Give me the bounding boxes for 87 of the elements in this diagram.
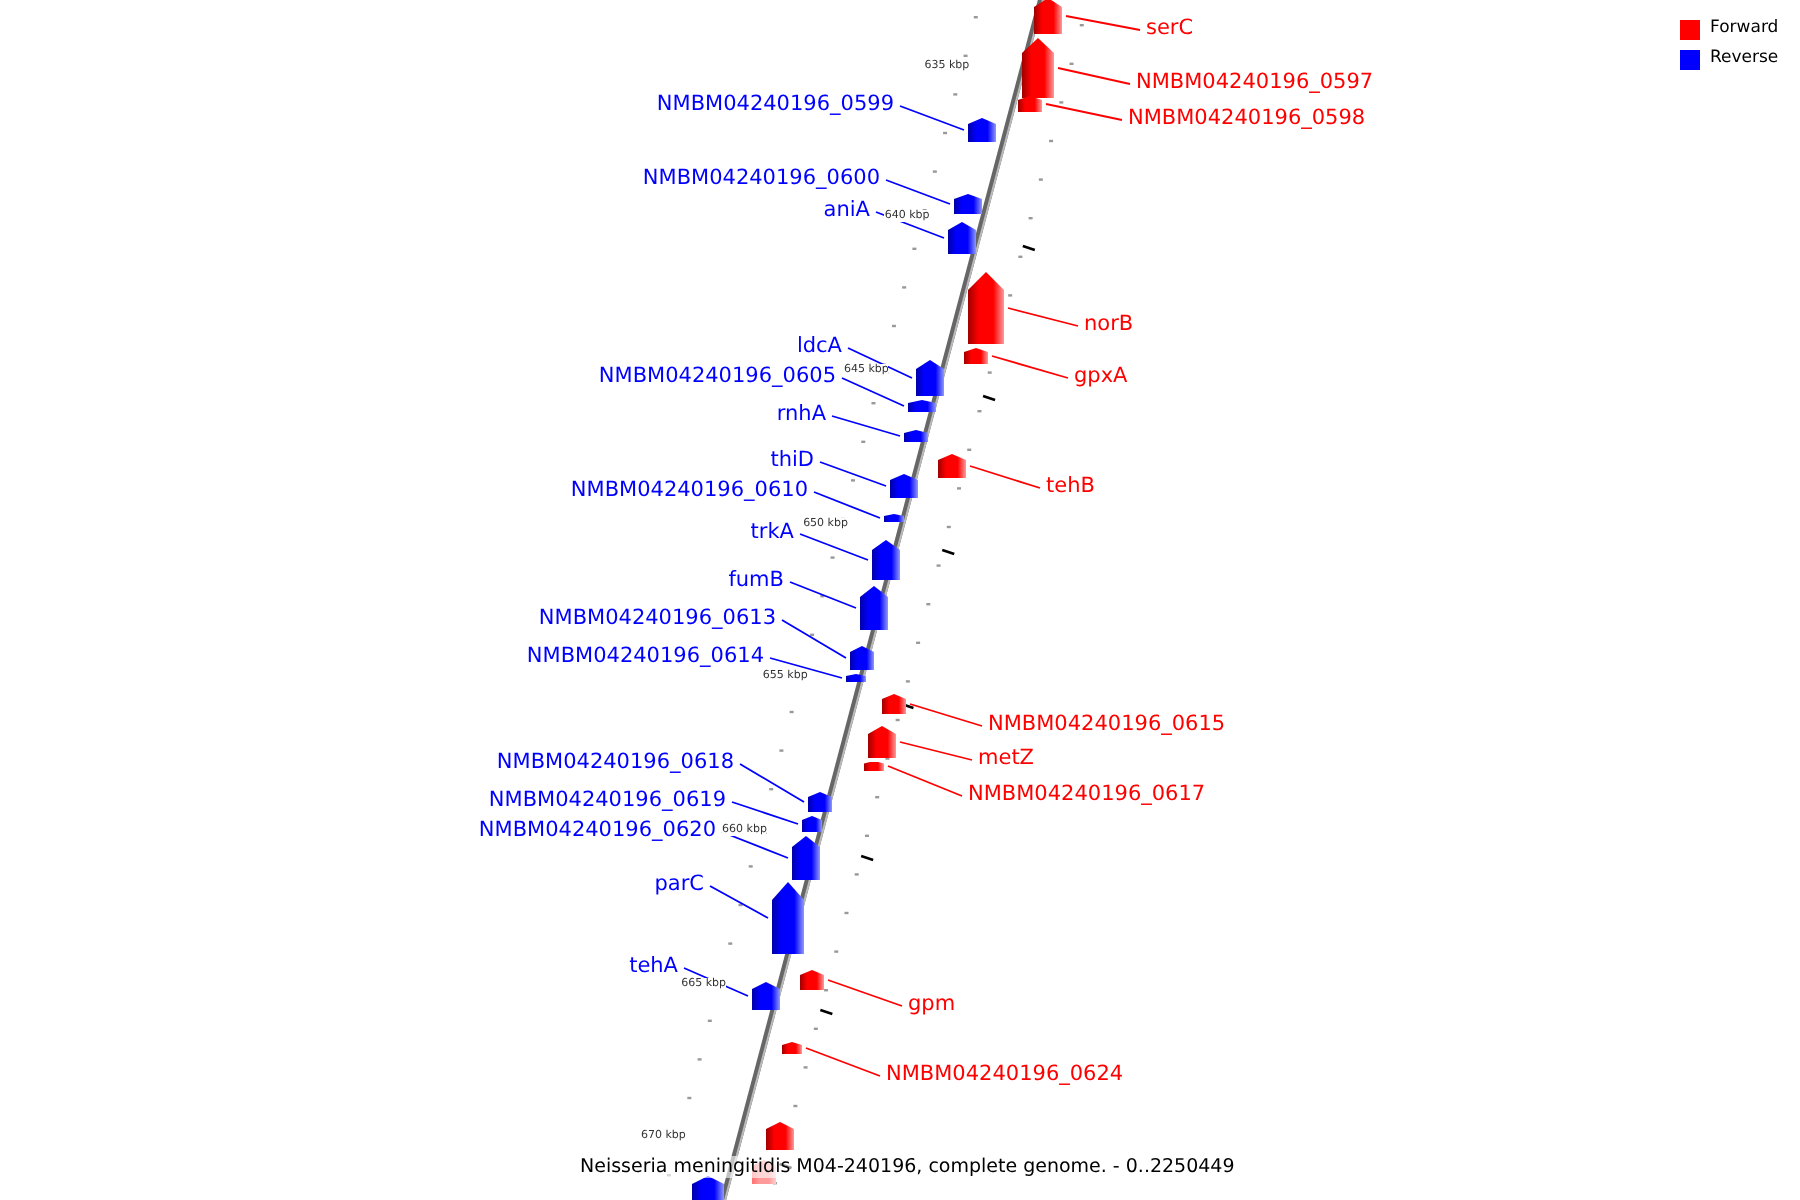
gene-label: gpxA <box>1074 364 1128 390</box>
gene-label: norB <box>1084 312 1134 338</box>
gene-label: rnhA <box>776 402 826 428</box>
gene-label: metZ <box>978 746 1034 772</box>
gene-block <box>792 836 820 880</box>
leader-line <box>799 533 869 561</box>
legend-label: Forward <box>1710 18 1779 38</box>
gene-label: NMBM04240196_0599 <box>656 92 894 118</box>
leader-line <box>847 347 913 379</box>
leader-line <box>1007 307 1079 327</box>
gene-label: NMBM04240196_0600 <box>642 166 880 192</box>
legend-label: Reverse <box>1710 48 1779 68</box>
gene-block <box>904 430 928 442</box>
gene-label: serC <box>1146 16 1194 42</box>
gene-block <box>808 792 832 812</box>
leader-line <box>909 703 983 727</box>
gene-block <box>766 1122 794 1150</box>
leader-line <box>875 211 945 239</box>
gene-label: gpm <box>908 992 956 1018</box>
leader-line <box>1065 15 1141 31</box>
gene-block <box>1018 96 1042 112</box>
gene-block <box>800 970 824 990</box>
gene-label: NMBM04240196_0614 <box>526 644 764 670</box>
leader-line <box>739 763 805 803</box>
gene-label: ldcA <box>796 334 842 360</box>
gene-label: parC <box>654 872 704 898</box>
leader-line <box>831 415 901 437</box>
leader-line <box>781 619 847 659</box>
gene-block <box>850 646 874 670</box>
gene-block <box>772 882 804 954</box>
gene-label: tehA <box>629 954 678 980</box>
gene-label: NMBM04240196_0624 <box>886 1062 1124 1088</box>
gene-block <box>884 514 904 522</box>
gene-label: NMBM04240196_0618 <box>496 750 734 776</box>
leader-line <box>885 179 951 205</box>
gene-block <box>908 400 936 412</box>
gene-block <box>964 348 988 364</box>
gene-block <box>782 1042 802 1054</box>
leader-line <box>813 491 881 519</box>
leader-line <box>819 461 887 487</box>
leader-line <box>1057 67 1131 85</box>
leader-line <box>789 581 857 609</box>
leader-line <box>769 657 843 679</box>
gene-label: tehB <box>1046 474 1095 500</box>
gene-block <box>882 694 906 714</box>
leader-line <box>805 1047 881 1077</box>
leader-line <box>899 105 965 131</box>
gene-block <box>802 816 822 832</box>
gene-block <box>752 982 780 1010</box>
gene-label: NMBM04240196_0620 <box>478 818 716 844</box>
gene-block <box>692 1176 724 1200</box>
gene-label: fumB <box>728 568 784 594</box>
gene-label: thiD <box>770 448 814 474</box>
gene-label: NMBM04240196_0610 <box>570 478 808 504</box>
leader-line <box>827 979 903 1007</box>
gene-block <box>968 272 1004 344</box>
gene-block <box>860 586 888 630</box>
gene-block <box>846 674 866 682</box>
gene-label: NMBM04240196_0617 <box>968 782 1206 808</box>
leader-line <box>841 377 905 407</box>
caption: Neisseria meningitidis M04-240196, complete genome. - 0..2250449 <box>580 1156 1235 1178</box>
gene-block <box>864 761 884 771</box>
leader-line <box>1045 103 1123 121</box>
gene-label: aniA <box>823 198 870 224</box>
gene-block <box>954 194 982 214</box>
leader-line <box>709 885 769 919</box>
gene-label: NMBM04240196_0598 <box>1128 106 1366 132</box>
gene-label: NMBM04240196_0605 <box>598 364 836 390</box>
gene-block <box>916 360 944 396</box>
gene-block <box>1034 0 1062 34</box>
gene-block <box>868 726 896 758</box>
leader-line <box>899 741 973 761</box>
leader-line <box>991 355 1069 379</box>
gene-block <box>1022 38 1054 98</box>
gene-label: NMBM04240196_0613 <box>538 606 776 632</box>
gene-label: NMBM04240196_0619 <box>488 788 726 814</box>
leader-line <box>731 801 799 825</box>
gene-label: NMBM04240196_0615 <box>988 712 1226 738</box>
leader-line <box>969 465 1041 489</box>
gene-block <box>872 540 900 580</box>
gene-block <box>968 118 996 142</box>
gene-label: NMBM04240196_0597 <box>1136 70 1374 96</box>
leader-line <box>887 765 963 797</box>
gene-label: trkA <box>750 520 794 546</box>
gene-block <box>938 454 966 478</box>
gene-block <box>890 474 918 498</box>
gene-block <box>948 222 976 254</box>
